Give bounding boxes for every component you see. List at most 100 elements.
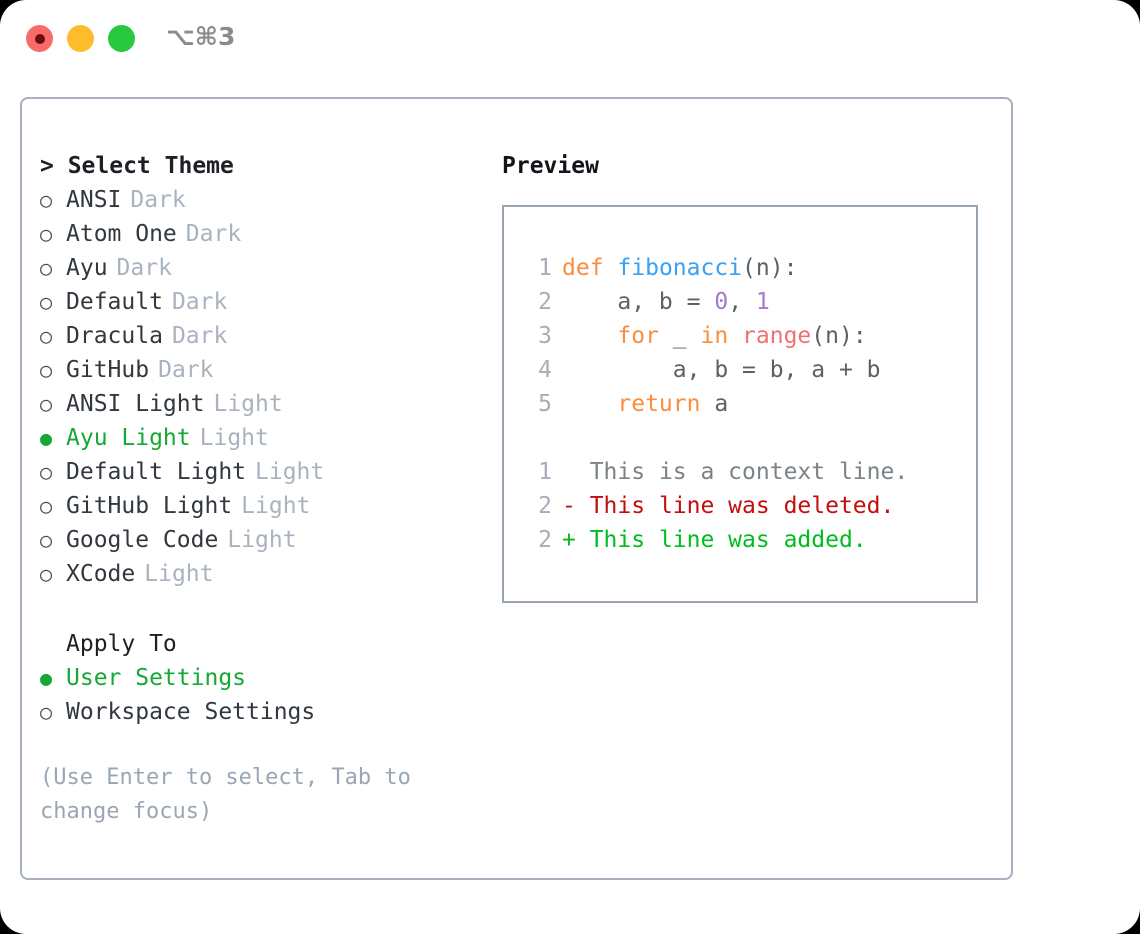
theme-variant-badge: Dark <box>130 187 186 213</box>
apply-to-option-workspace-settings[interactable]: ○ Workspace Settings <box>40 695 480 729</box>
apply-to-option-label: User Settings <box>66 665 247 691</box>
code-token-plain: a, b = <box>562 289 715 315</box>
theme-option-label: Atom One <box>66 221 177 247</box>
keyboard-hint-text: (Use Enter to select, Tab to change focu… <box>40 765 425 824</box>
close-icon <box>34 33 45 44</box>
theme-option-ayu[interactable]: ○ Ayu Dark <box>40 251 480 285</box>
theme-variant-badge: Dark <box>171 289 228 315</box>
theme-option-label: Ayu <box>66 255 108 281</box>
diff-marker-del: - <box>562 493 590 519</box>
apply-to-header: Apply To <box>66 631 177 657</box>
code-line: 4 a, b = b, a + b <box>518 353 976 387</box>
diff-marker-add: + <box>562 527 590 553</box>
theme-variant-badge: Dark <box>171 323 228 349</box>
theme-option-label: Default Light <box>66 459 247 485</box>
line-number: 4 <box>538 357 552 383</box>
radio-unselected-icon: ○ <box>40 528 53 552</box>
theme-variant-badge: Dark <box>116 255 172 281</box>
diff-sample: 1 This is a context line. 2- This line wa… <box>518 455 976 557</box>
code-token-kw: def <box>562 255 604 281</box>
theme-option-ayu-light[interactable]: ● Ayu Light Light <box>40 421 480 455</box>
code-line: 1 def fibonacci(n): <box>518 251 976 285</box>
code-token-num: 1 <box>755 289 770 315</box>
code-token-plain <box>728 323 742 349</box>
code-token-num: 0 <box>714 289 729 315</box>
theme-variant-badge: Light <box>255 459 325 485</box>
code-token-plain: a, b = b, a + b <box>562 357 881 383</box>
radio-unselected-icon: ○ <box>40 392 53 416</box>
diff-line-ctx: 1 This is a context line. <box>518 455 976 489</box>
line-number: 3 <box>538 323 552 349</box>
radio-unselected-icon: ○ <box>40 324 53 348</box>
close-window-button[interactable] <box>26 25 53 52</box>
code-token-plain: , <box>728 289 756 315</box>
code-token-kw: return <box>617 391 701 417</box>
title-bar: ⌥⌘3 <box>0 0 1140 78</box>
code-line-text: a, b = 0, 1 <box>562 285 770 319</box>
theme-option-label: GitHub Light <box>66 493 233 519</box>
code-token-punc: (n): <box>811 323 867 349</box>
theme-option-label: ANSI Light <box>66 391 205 417</box>
apply-to-option-user-settings[interactable]: ● User Settings <box>40 661 480 695</box>
theme-option-default-light[interactable]: ○ Default Light Light <box>40 455 480 489</box>
code-token-plain <box>562 323 617 349</box>
radio-unselected-icon: ○ <box>40 460 53 484</box>
apply-to-option-list: ● User Settings ○ Workspace Settings <box>40 661 480 729</box>
theme-option-dracula[interactable]: ○ Dracula Dark <box>40 319 480 353</box>
radio-unselected-icon: ○ <box>40 700 53 724</box>
diff-line-text: This line was deleted. <box>589 493 895 519</box>
theme-option-label: Dracula <box>66 323 163 349</box>
apply-to-panel: Apply To ● User Settings ○ Workspace Settin… <box>40 627 480 729</box>
line-number: 1 <box>538 459 552 485</box>
radio-unselected-icon: ○ <box>40 494 53 518</box>
theme-option-label: XCode <box>66 561 136 587</box>
code-token-plain: a <box>700 391 729 417</box>
code-token-builtin: range <box>742 323 812 349</box>
code-line: 3 for _ in range(n): <box>518 319 976 353</box>
preview-title: Preview <box>502 153 599 179</box>
radio-unselected-icon: ○ <box>40 188 53 212</box>
radio-unselected-icon: ○ <box>40 256 53 280</box>
line-number: 2 <box>538 527 552 553</box>
radio-unselected-icon: ○ <box>40 222 53 246</box>
code-token-punc: (n): <box>742 255 798 281</box>
minimize-window-button[interactable] <box>67 25 94 52</box>
maximize-window-button[interactable] <box>108 25 135 52</box>
diff-marker-ctx <box>562 455 590 489</box>
theme-option-label: Ayu Light <box>66 425 191 451</box>
theme-variant-badge: Light <box>227 527 297 553</box>
radio-selected-icon: ● <box>40 666 53 690</box>
apply-to-option-label: Workspace Settings <box>66 699 316 725</box>
code-token-plain <box>562 391 617 417</box>
code-line-text: return a <box>562 387 728 421</box>
code-line-text: def fibonacci(n): <box>562 251 797 285</box>
radio-unselected-icon: ○ <box>40 358 53 382</box>
code-token-kw: for <box>617 323 659 349</box>
line-number: 2 <box>538 289 552 315</box>
line-number: 2 <box>538 493 552 519</box>
theme-variant-badge: Dark <box>158 357 214 383</box>
theme-option-label: Default <box>66 289 163 315</box>
code-spacer <box>518 421 976 455</box>
theme-variant-badge: Light <box>199 425 269 451</box>
theme-variant-badge: Light <box>144 561 214 587</box>
code-line-text: for _ in range(n): <box>562 319 867 353</box>
line-number: 1 <box>538 255 552 281</box>
diff-line-text: This line was added. <box>589 527 867 553</box>
radio-selected-icon: ● <box>40 426 53 450</box>
diff-line-add: 2 + This line was added. <box>518 523 976 557</box>
code-line: 2 a, b = 0, 1 <box>518 285 976 319</box>
